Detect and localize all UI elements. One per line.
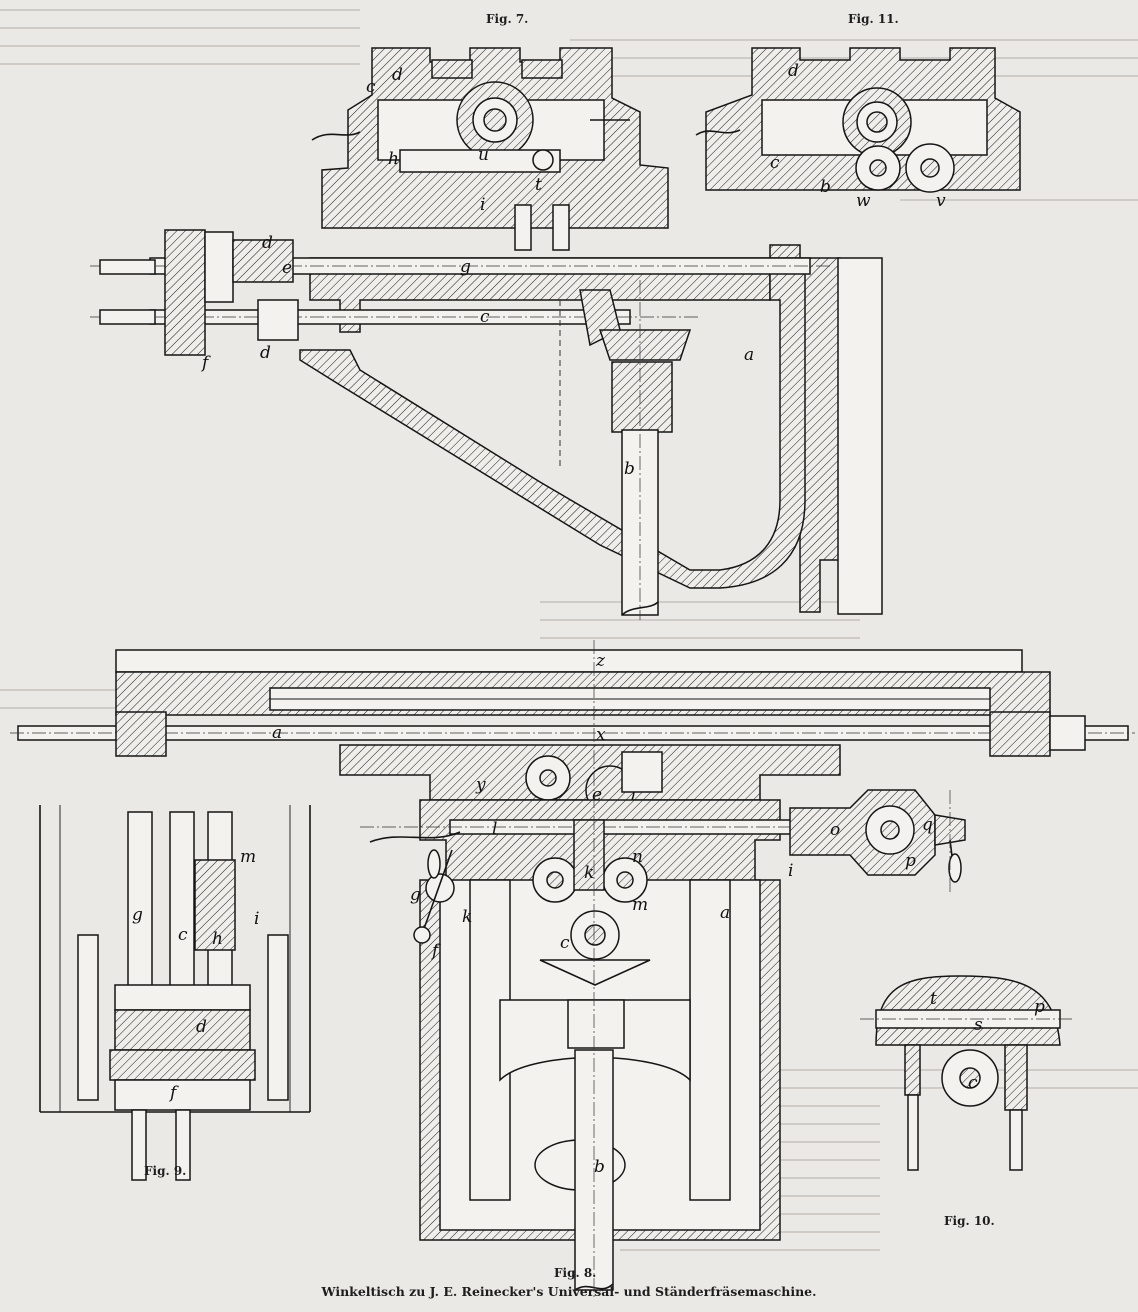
figure-8-label: Fig. 8. bbox=[554, 1266, 597, 1280]
svg-text:c: c bbox=[178, 925, 188, 945]
figure-11-drawing: d c b w v bbox=[695, 47, 1021, 211]
svg-text:o: o bbox=[830, 820, 840, 840]
svg-text:i: i bbox=[788, 861, 793, 881]
svg-text:b: b bbox=[624, 459, 635, 479]
figure-7-label: Fig. 7. bbox=[486, 12, 529, 26]
svg-text:f: f bbox=[430, 941, 441, 961]
svg-text:h: h bbox=[388, 149, 399, 169]
svg-text:b: b bbox=[594, 1157, 605, 1177]
svg-text:m: m bbox=[240, 847, 256, 867]
svg-text:s: s bbox=[974, 1015, 983, 1035]
svg-text:x: x bbox=[596, 725, 606, 745]
plate-caption: Winkeltisch zu J. E. Reinecker's Univers… bbox=[321, 1284, 817, 1299]
svg-text:f: f bbox=[200, 353, 211, 373]
svg-text:k: k bbox=[584, 863, 594, 883]
svg-text:f: f bbox=[168, 1083, 179, 1103]
svg-text:g: g bbox=[410, 885, 421, 905]
svg-text:b: b bbox=[820, 177, 831, 197]
figure-8-drawing: z a x y e l o q p i n k m g f k c a b bbox=[10, 640, 1135, 1300]
svg-text:y: y bbox=[475, 775, 486, 795]
svg-text:p: p bbox=[1034, 997, 1045, 1017]
svg-text:e: e bbox=[592, 785, 602, 805]
svg-text:a: a bbox=[720, 903, 730, 923]
svg-text:w: w bbox=[856, 191, 871, 211]
svg-text:i: i bbox=[254, 909, 259, 929]
svg-text:d: d bbox=[260, 343, 271, 363]
svg-text:g: g bbox=[460, 257, 471, 277]
svg-text:l: l bbox=[492, 819, 497, 839]
figure-11-label: Fig. 11. bbox=[848, 12, 899, 26]
svg-text:p: p bbox=[905, 851, 916, 871]
svg-text:q: q bbox=[922, 815, 933, 835]
svg-text:d: d bbox=[392, 65, 403, 85]
svg-text:a: a bbox=[744, 345, 754, 365]
svg-text:d: d bbox=[262, 233, 273, 253]
svg-text:i: i bbox=[480, 195, 485, 215]
svg-text:t: t bbox=[930, 989, 937, 1009]
svg-text:k: k bbox=[462, 907, 472, 927]
svg-text:v: v bbox=[936, 191, 946, 211]
svg-text:g: g bbox=[132, 905, 143, 925]
figure-10-label: Fig. 10. bbox=[944, 1214, 995, 1228]
svg-text:e: e bbox=[282, 258, 292, 278]
svg-text:t: t bbox=[535, 175, 542, 195]
svg-text:c: c bbox=[366, 77, 376, 97]
svg-text:n: n bbox=[632, 847, 643, 867]
svg-text:c: c bbox=[968, 1073, 978, 1093]
svg-text:c: c bbox=[480, 307, 490, 327]
svg-text:d: d bbox=[196, 1017, 207, 1037]
svg-text:a: a bbox=[272, 723, 282, 743]
svg-text:h: h bbox=[212, 929, 223, 949]
figure-10-drawing: t s p c bbox=[860, 975, 1075, 1171]
svg-text:u: u bbox=[478, 145, 489, 165]
svg-text:z: z bbox=[595, 651, 606, 671]
figure-9-drawing: m i g c h d f bbox=[39, 805, 311, 1181]
svg-text:m: m bbox=[632, 895, 648, 915]
svg-text:c: c bbox=[770, 153, 780, 173]
figure-9-label: Fig. 9. bbox=[144, 1164, 187, 1178]
svg-text:c: c bbox=[560, 933, 570, 953]
svg-text:d: d bbox=[788, 61, 799, 81]
